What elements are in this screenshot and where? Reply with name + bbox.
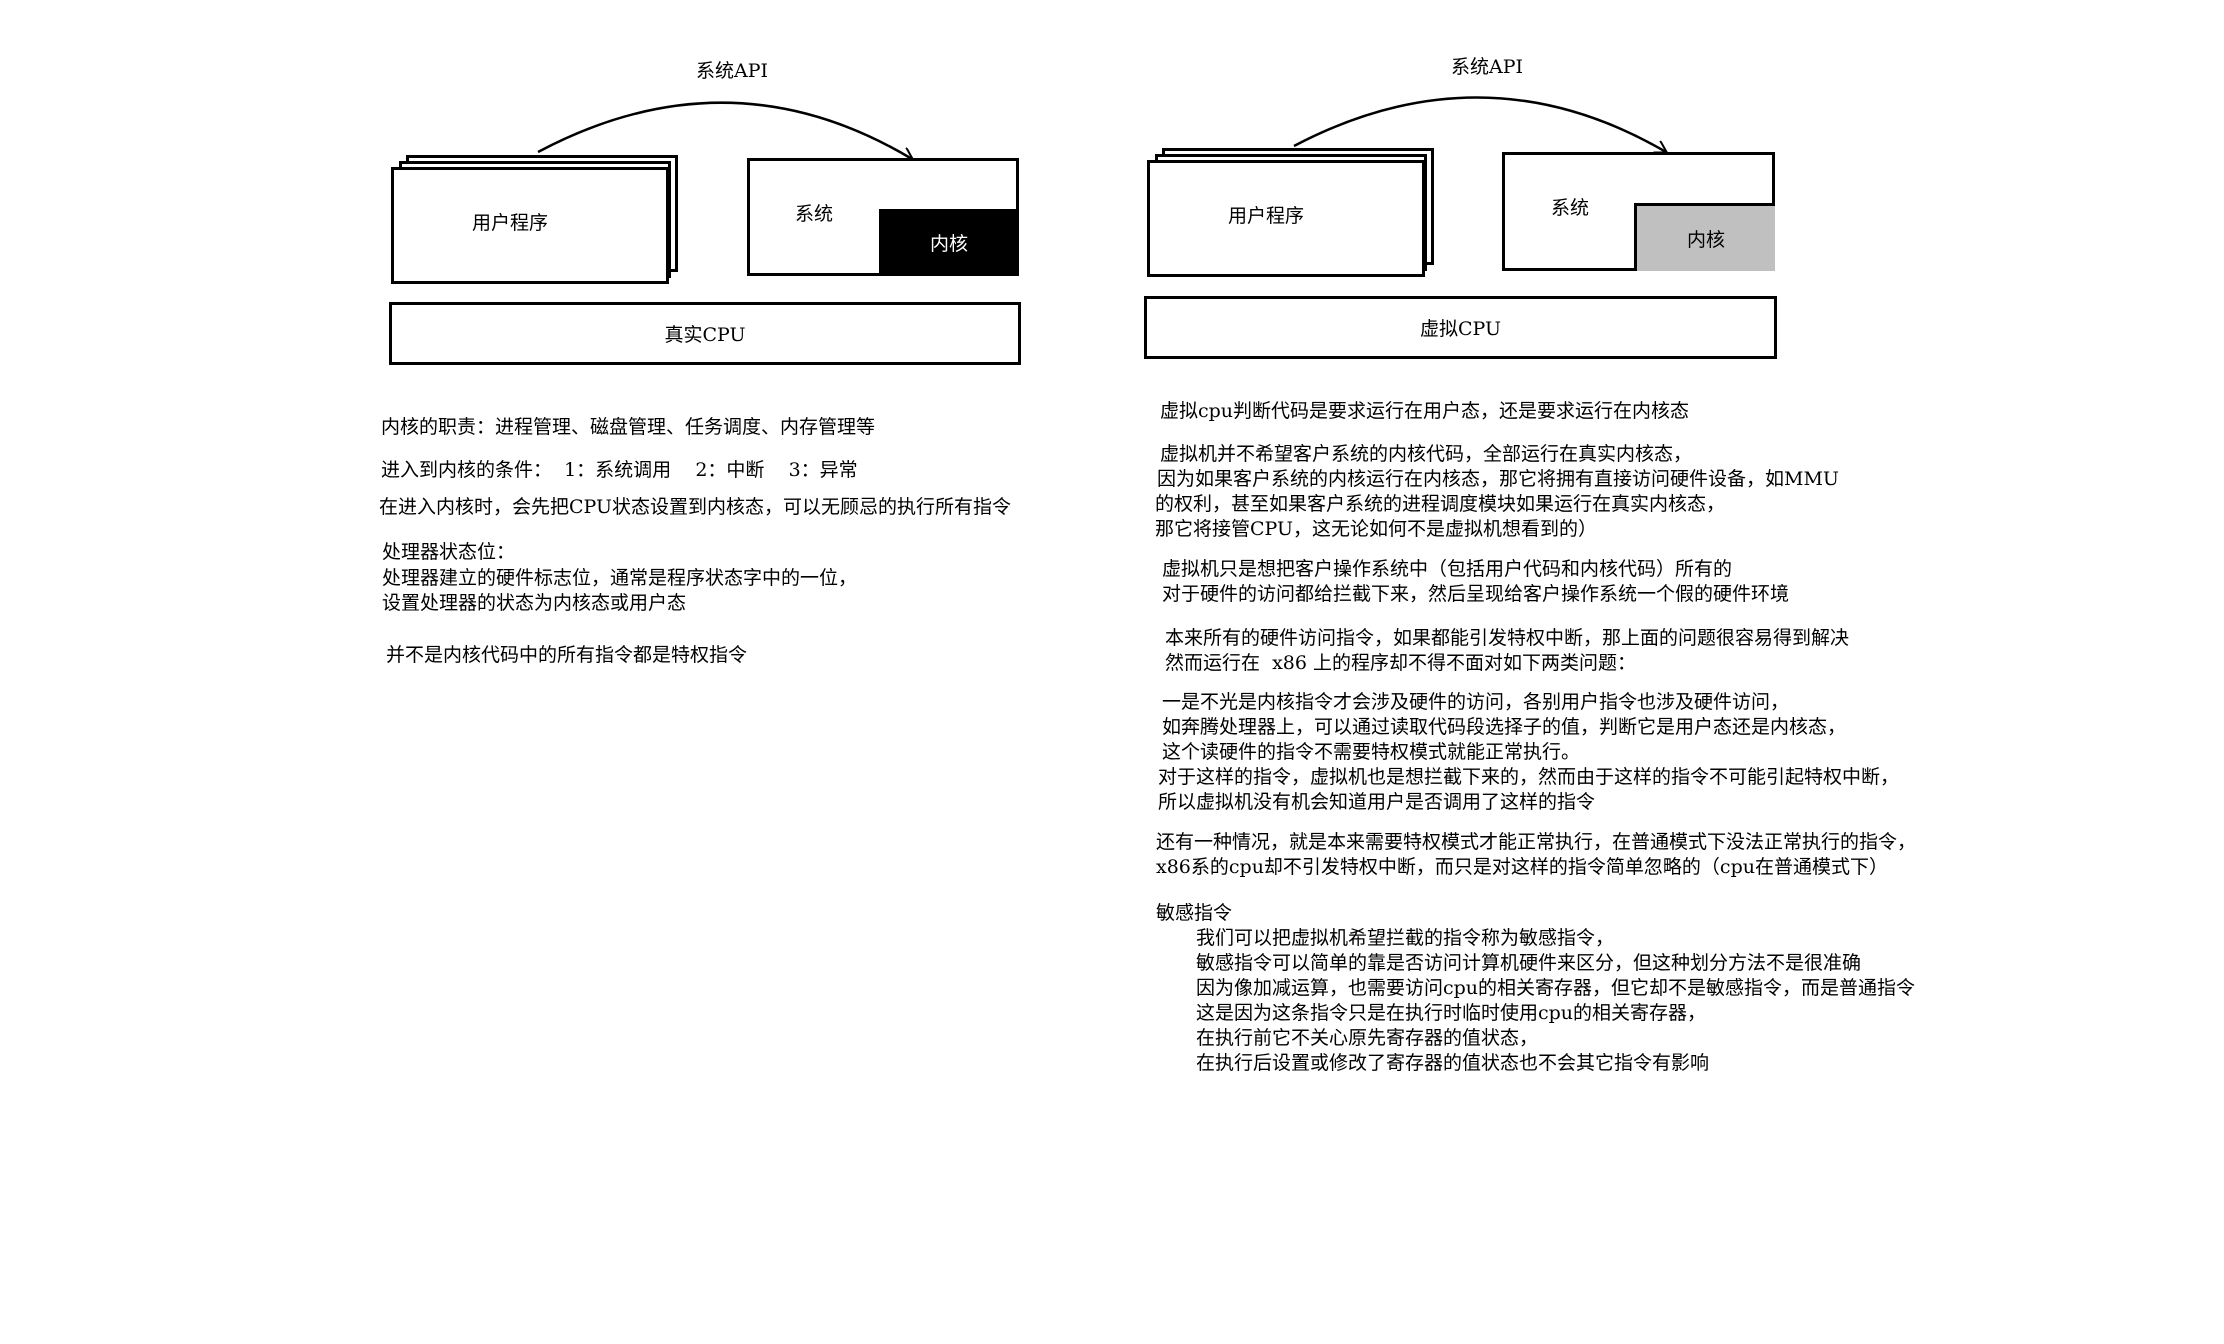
kernel-duty: 内核的职责：进程管理、磁盘管理、任务调度、内存管理等: [381, 416, 876, 438]
left-api-arrow: [537, 101, 912, 159]
left-kernel-label: 内核: [929, 233, 968, 255]
sensitive-line3: 因为像加减运算，也需要访问cpu的相关寄存器，但它却不是敏感指令，而是普通指令: [1196, 977, 1916, 999]
right-user-program-label: 用户程序: [1227, 205, 1304, 227]
right-cpu-bar: 虚拟CPU: [1144, 296, 1777, 359]
sensitive-line2: 敏感指令可以简单的靠是否访问计算机硬件来区分，但这种划分方法不是很准确: [1196, 952, 1862, 974]
p5-line5: 所以虚拟机没有机会知道用户是否调用了这样的指令: [1158, 791, 1596, 813]
sensitive-line1: 我们可以把虚拟机希望拦截的指令称为敏感指令，: [1196, 927, 1615, 949]
left-user-program-box: 用户程序: [391, 167, 669, 284]
processor-state-title: 处理器状态位：: [382, 541, 516, 563]
processor-state-line1: 处理器建立的硬件标志位，通常是程序状态字中的一位，: [382, 567, 858, 589]
right-cpu-label: 虚拟CPU: [1419, 318, 1501, 340]
left-cpu-label: 真实CPU: [664, 324, 746, 346]
p4-line2: 然而运行在 x86 上的程序却不得不面对如下两类问题：: [1165, 652, 1637, 674]
left-system-box: 系统 内核: [747, 158, 1019, 276]
p4-line1: 本来所有的硬件访问指令，如果都能引发特权中断，那上面的问题很容易得到解决: [1165, 627, 1850, 649]
right-kernel-box: 内核: [1634, 203, 1775, 271]
p3-line2: 对于硬件的访问都给拦截下来，然后呈现给客户操作系统一个假的硬件环境: [1162, 583, 1790, 605]
p3-line1: 虚拟机只是想把客户操作系统中（包括用户代码和内核代码）所有的: [1162, 558, 1733, 580]
enter-kernel-conditions: 进入到内核的条件： 1：系统调用 2：中断 3：异常: [381, 459, 858, 481]
sensitive-line4: 这是因为这条指令只是在执行时临时使用cpu的相关寄存器，: [1196, 1002, 1707, 1024]
sensitive-line5: 在执行前它不关心原先寄存器的值状态，: [1196, 1027, 1539, 1049]
right-kernel-label: 内核: [1686, 229, 1725, 251]
right-user-program-box: 用户程序: [1147, 160, 1425, 277]
left-cpu-bar: 真实CPU: [389, 302, 1021, 365]
processor-state-line2: 设置处理器的状态为内核态或用户态: [382, 592, 687, 614]
p2-line3: 的权利，甚至如果客户系统的进程调度模块如果运行在真实内核态，: [1155, 493, 1726, 515]
sensitive-title: 敏感指令: [1156, 902, 1233, 924]
right-system-label: 系统: [1551, 197, 1590, 219]
p6-line2: x86系的cpu却不引发特权中断，而只是对这样的指令简单忽略的（cpu在普通模式…: [1156, 856, 1888, 878]
left-api-label: 系统API: [696, 60, 769, 82]
p2-line2: 因为如果客户系统的内核运行在内核态，那它将拥有直接访问硬件设备，如MMU: [1157, 468, 1839, 490]
enter-kernel-note: 在进入内核时，会先把CPU状态设置到内核态，可以无顾忌的执行所有指令: [379, 496, 1012, 518]
p5-line3: 这个读硬件的指令不需要特权模式就能正常执行。: [1162, 741, 1581, 763]
p6-line1: 还有一种情况，就是本来需要特权模式才能正常执行，在普通模式下没法正常执行的指令，: [1156, 831, 1917, 853]
not-all-privileged: 并不是内核代码中的所有指令都是特权指令: [386, 644, 748, 666]
left-user-program-label: 用户程序: [471, 212, 548, 234]
p2-line4: 那它将接管CPU，这无论如何不是虚拟机想看到的）: [1155, 518, 1598, 540]
p2-line1: 虚拟机并不希望客户系统的内核代码，全部运行在真实内核态，: [1160, 443, 1693, 465]
p5-line4: 对于这样的指令，虚拟机也是想拦截下来的，然而由于这样的指令不可能引起特权中断，: [1158, 766, 1900, 788]
right-system-box: 系统 内核: [1502, 152, 1775, 271]
p5-line2: 如奔腾处理器上，可以通过读取代码段选择子的值，判断它是用户态还是内核态，: [1162, 716, 1847, 738]
right-api-arrow: [1293, 96, 1666, 152]
p5-line1: 一是不光是内核指令才会涉及硬件的访问，各别用户指令也涉及硬件访问，: [1162, 691, 1790, 713]
right-api-label: 系统API: [1451, 56, 1524, 78]
vcpu-judgement: 虚拟cpu判断代码是要求运行在用户态，还是要求运行在内核态: [1160, 400, 1690, 422]
sensitive-line6: 在执行后设置或修改了寄存器的值状态也不会其它指令有影响: [1196, 1052, 1710, 1074]
left-system-label: 系统: [795, 203, 834, 225]
left-kernel-box: 内核: [879, 209, 1019, 276]
